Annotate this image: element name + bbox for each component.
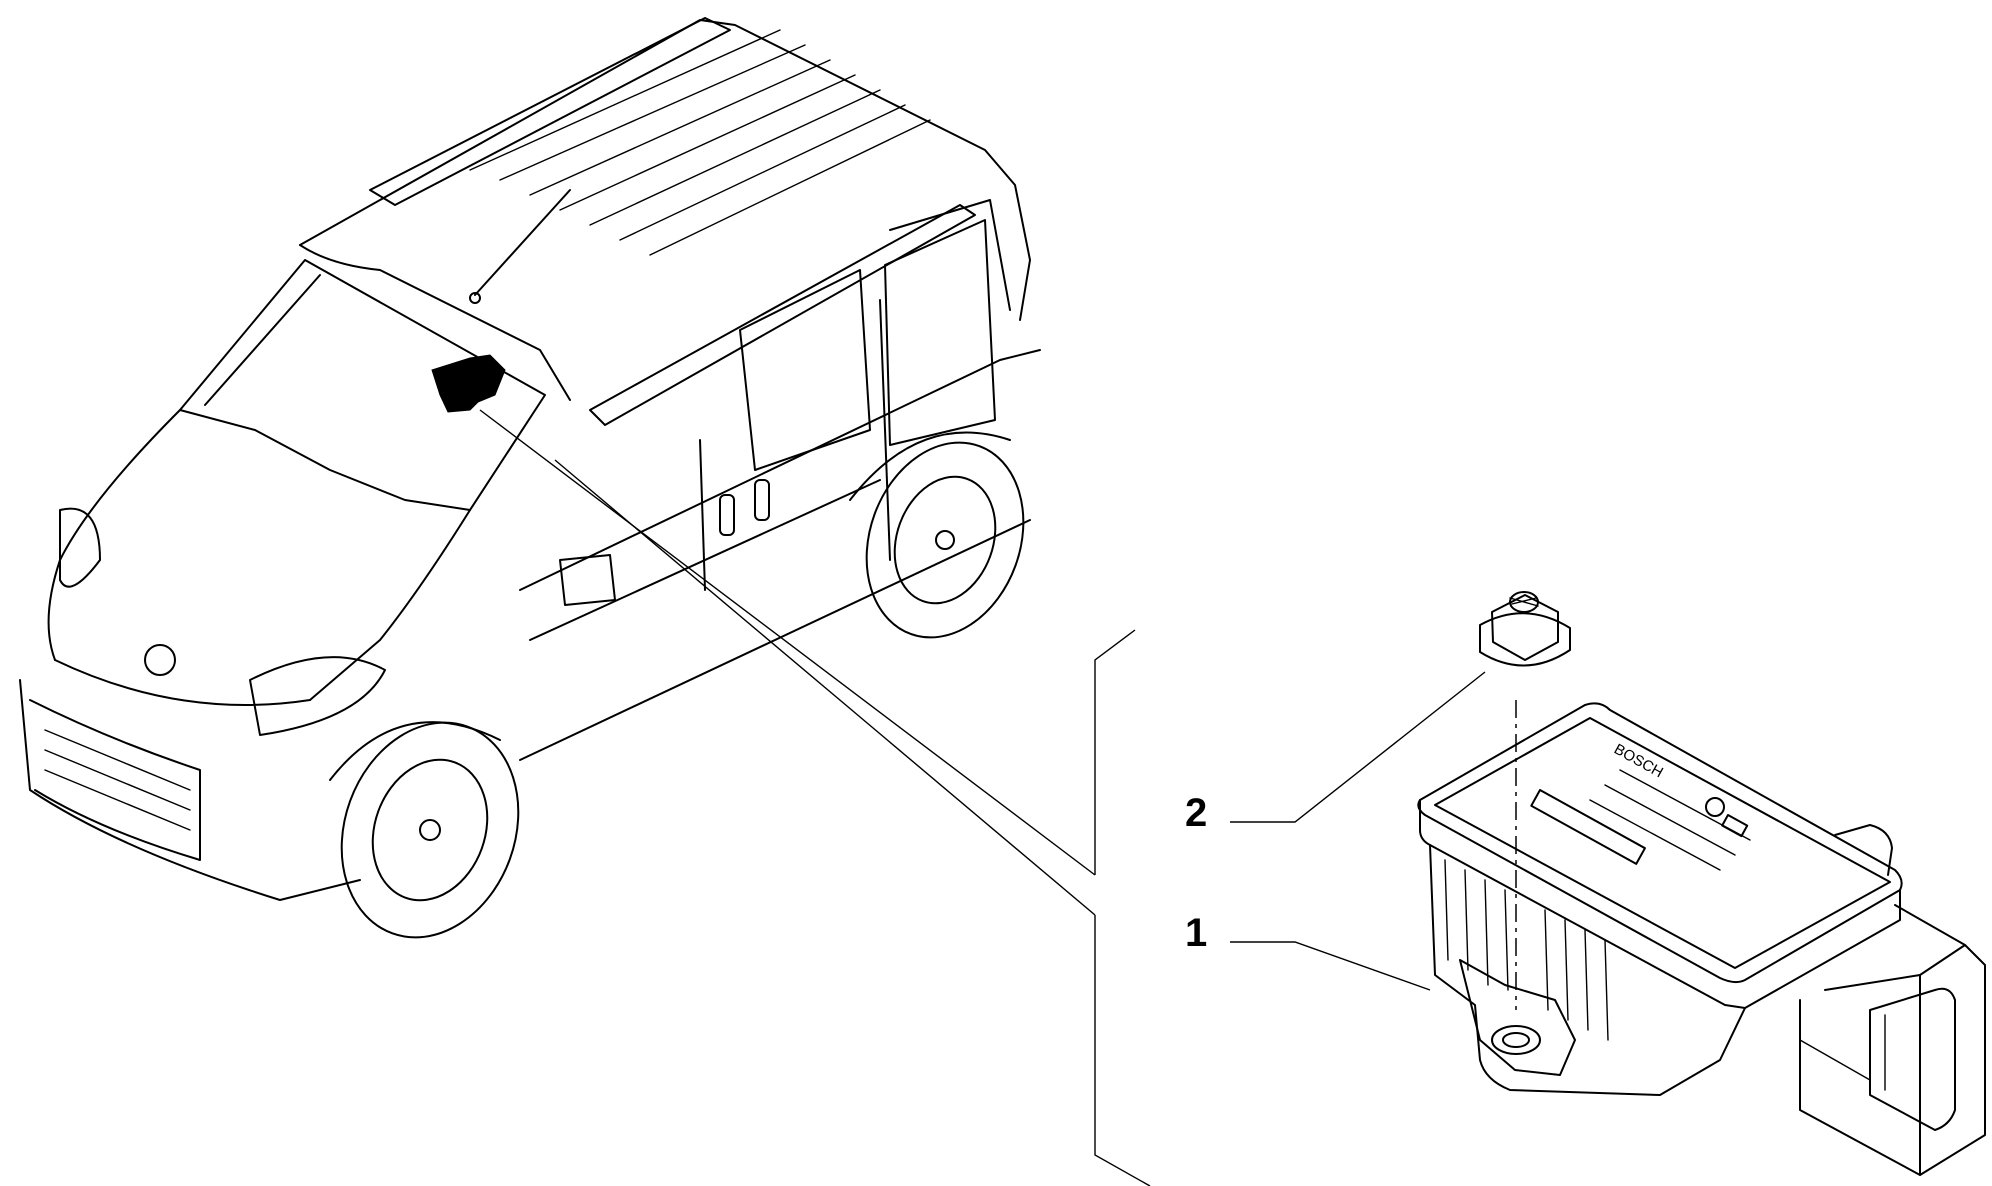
callout-number-2: 2 bbox=[1185, 791, 1207, 835]
sensor-part bbox=[1417, 702, 1986, 1176]
front-wheel bbox=[340, 721, 520, 939]
callout-1: 1 bbox=[1185, 911, 1431, 991]
callout-2: 2 bbox=[1185, 671, 1486, 835]
callout-leader-2 bbox=[1230, 671, 1486, 823]
vehicle-illustration bbox=[19, 17, 1041, 939]
sensor-location-highlight bbox=[431, 354, 506, 413]
location-leader-lines bbox=[479, 409, 1096, 916]
detail-bracket bbox=[1094, 629, 1151, 1186]
nut-part bbox=[1479, 591, 1571, 667]
callout-leader-1 bbox=[1230, 941, 1431, 991]
rear-wheel bbox=[865, 441, 1025, 639]
callout-number-1: 1 bbox=[1185, 911, 1207, 955]
sensor-brand-label: BOSCH bbox=[1611, 741, 1666, 782]
